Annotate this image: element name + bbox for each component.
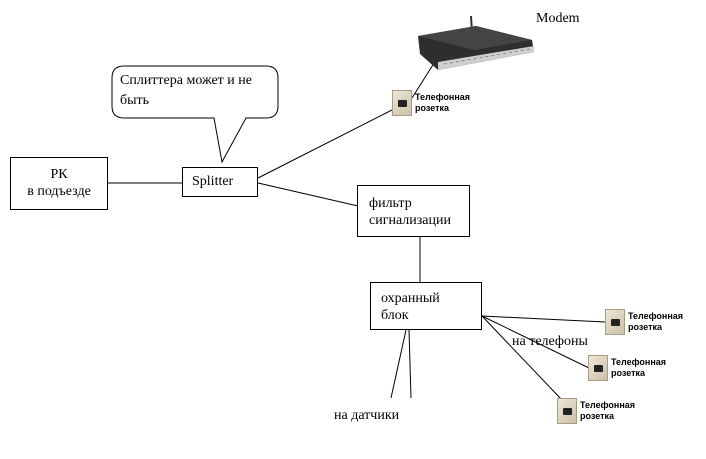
wire-guard-sensor-2	[408, 329, 412, 399]
wire-splitter-modem-socket	[257, 108, 395, 179]
rk-label-line1: РК	[50, 167, 68, 182]
wire-guard-sensor-1	[390, 329, 407, 399]
phone-socket-icon	[588, 355, 608, 381]
phone-socket-2: Телефонная розетка	[588, 355, 666, 381]
modem-phone-socket: Телефонная розетка	[392, 90, 470, 116]
socket-label-line1: Телефонная	[580, 400, 636, 410]
socket-label-line2: розетка	[415, 103, 450, 113]
alarm-filter-box: фильтр сигнализации	[357, 185, 470, 237]
modem-label: Modem	[536, 11, 580, 26]
splitter-box: Splitter	[182, 167, 258, 197]
phones-label: на телефоны	[512, 334, 588, 349]
wire-guard-phone-2	[481, 315, 590, 369]
phone-socket-3: Телефонная розетка	[557, 398, 635, 424]
phone-socket-icon	[605, 309, 625, 335]
filter-label-line2: сигнализации	[369, 213, 451, 228]
sensors-label: на датчики	[334, 408, 400, 423]
guard-label-line1: охранный	[381, 291, 440, 306]
wire-socket-modem	[411, 59, 437, 99]
note-bubble-text: Сплиттера может и не быть	[120, 73, 253, 108]
rk-label-line2: в подъезде	[27, 184, 91, 199]
socket-label-line2: розетка	[580, 411, 615, 421]
socket-label-line1: Телефонная	[611, 357, 667, 367]
socket-label-line1: Телефонная	[628, 311, 684, 321]
filter-label-line1: фильтр	[369, 196, 412, 211]
speech-bubble-shape	[111, 65, 279, 164]
guard-label-line2: блок	[381, 308, 409, 323]
phone-socket-1: Телефонная розетка	[605, 309, 683, 335]
splitter-label: Splitter	[192, 174, 234, 189]
wire-guard-phone-3	[481, 315, 563, 401]
socket-label-line2: розетка	[628, 322, 663, 332]
guard-block-box: охранный блок	[370, 282, 482, 330]
phone-socket-icon	[557, 398, 577, 424]
wire-splitter-filter	[257, 182, 359, 207]
rk-box: РК в подъезде	[10, 157, 108, 210]
socket-label-line1: Телефонная	[415, 92, 471, 102]
modem-icon	[418, 15, 534, 70]
socket-label-line2: розетка	[611, 368, 646, 378]
wire-guard-phone-1	[481, 315, 606, 323]
phone-socket-icon	[392, 90, 412, 116]
